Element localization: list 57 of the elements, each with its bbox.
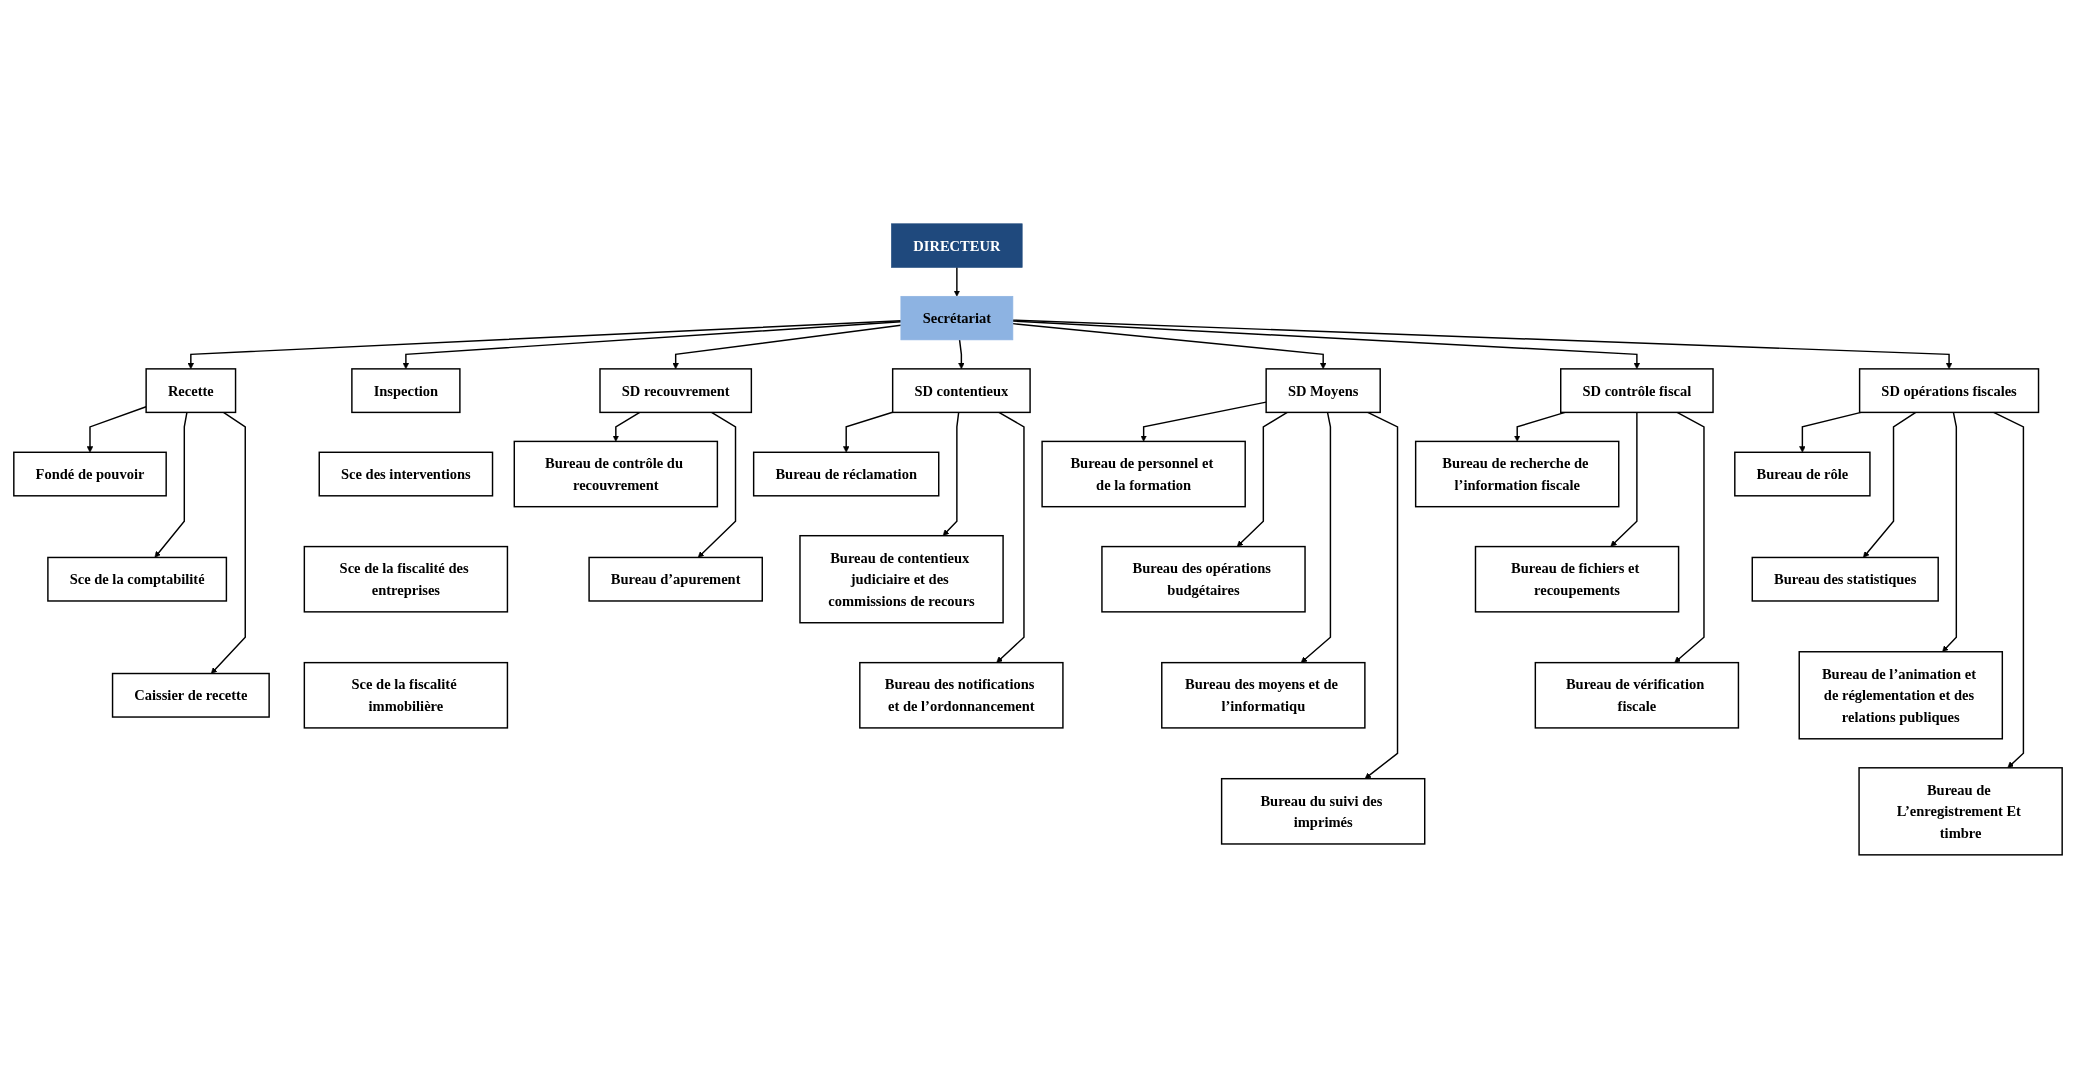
arrow <box>697 411 737 558</box>
node-box: Bureau d’apurement <box>588 556 763 602</box>
arrow <box>1942 411 1958 652</box>
arrow <box>1799 411 1862 453</box>
node-box: Sce de la fiscalité immobilière <box>303 661 509 729</box>
node-box: Secrétariat <box>900 295 1014 340</box>
node-box: Bureau de L’enregistrement Et timbre <box>1858 766 2063 856</box>
arrow <box>1236 411 1288 547</box>
node-box: Bureau de recherche de l’information fiscale <box>1414 440 1620 508</box>
arrow <box>1300 411 1332 663</box>
arrow <box>1364 411 1399 779</box>
node-box: Bureau de l’animation et de réglementation et des relations publiques <box>1798 650 2004 740</box>
node-box: Sce des interventions <box>318 451 494 497</box>
node-box: Bureau des notifications et de l’ordonnancement <box>859 661 1064 729</box>
arrow <box>210 411 246 674</box>
arrow <box>1012 319 1953 369</box>
node-box: Bureau de fichiers et recoupements <box>1474 545 1680 613</box>
node-box: Bureau du suivi des imprimés <box>1220 777 1426 845</box>
node-box: Bureau des statistiques <box>1751 556 1939 602</box>
node-box: Sce de la fiscalité des entreprises <box>303 545 509 613</box>
node-box: SD contrôle fiscal <box>1560 367 1714 413</box>
node-box: Bureau de personnel et de la formation <box>1041 440 1246 508</box>
arrow <box>1012 320 1641 369</box>
arrow <box>154 411 188 558</box>
arrow <box>996 411 1025 663</box>
node-box: SD Moyens <box>1265 367 1381 413</box>
arrow <box>612 411 641 442</box>
arrow <box>843 411 894 453</box>
arrow <box>1610 411 1638 547</box>
arrow <box>402 320 902 369</box>
arrow <box>1674 411 1705 663</box>
arrow <box>672 324 902 369</box>
node-box: Bureau de réclamation <box>752 451 940 497</box>
arrow <box>1012 322 1327 369</box>
node-box: Fondé de pouvoir <box>13 451 167 497</box>
node-box: Sce de la comptabilité <box>47 556 228 602</box>
node-box: Inspection <box>351 367 461 413</box>
node-box: SD opérations fiscales <box>1858 367 2040 413</box>
arrow <box>958 338 965 369</box>
node-box: Bureau de contrôle du recouvrement <box>513 440 719 508</box>
node-box: SD contentieux <box>891 367 1031 413</box>
arrow <box>1992 411 2025 768</box>
arrow <box>1140 401 1267 442</box>
arrow <box>942 411 960 536</box>
arrow <box>953 266 961 297</box>
node-box: Caissier de recette <box>111 672 270 718</box>
node-box: SD recouvrement <box>599 367 753 413</box>
node-box: DIRECTEUR <box>891 223 1023 268</box>
node-box: Bureau des moyens et de l’informatiqu <box>1161 661 1366 729</box>
arrow <box>86 405 147 453</box>
node-box: Bureau des opérations budgétaires <box>1101 545 1306 613</box>
node-box: Bureau de vérification fiscale <box>1534 661 1740 729</box>
node-box: Recette <box>145 367 237 413</box>
node-box: Bureau de contentieux judiciaire et des commissions de recours <box>799 534 1004 624</box>
arrow <box>187 319 902 369</box>
arrow <box>1863 411 1917 558</box>
node-box: Bureau de rôle <box>1734 451 1871 497</box>
